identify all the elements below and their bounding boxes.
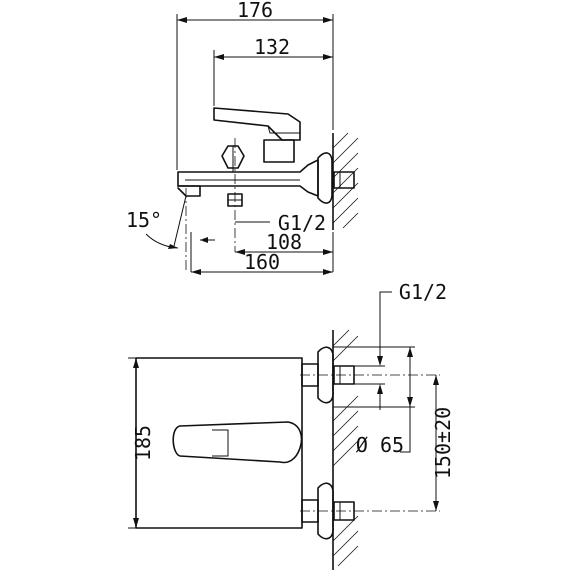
dim-inlet-spacing: 150±20 xyxy=(431,407,455,479)
dim-front-thread: G1/2 xyxy=(399,280,447,304)
dim-outlet-offset: 108 xyxy=(266,230,302,254)
side-eccentric-inlet xyxy=(333,171,355,189)
front-escutcheon-bottom xyxy=(317,482,334,540)
front-body xyxy=(135,357,303,529)
side-cartridge xyxy=(263,139,295,163)
side-diverter-knob xyxy=(221,145,245,169)
side-body xyxy=(177,159,319,197)
dim-escutcheon-diameter: Ø 65 xyxy=(356,433,404,457)
side-view: 176 132 15° G1/2 108 160 xyxy=(126,0,359,275)
dim-body-height: 185 xyxy=(131,425,155,461)
dim-body-length: 160 xyxy=(244,250,280,274)
dim-spout-angle: 15° xyxy=(126,208,162,232)
side-wall xyxy=(332,132,359,230)
front-lever xyxy=(172,421,303,464)
side-lever xyxy=(213,107,301,141)
dim-overall-length: 176 xyxy=(237,0,273,22)
dim-lever-length: 132 xyxy=(254,35,290,59)
side-lever-detail xyxy=(267,125,300,134)
dim-side-thread: G1/2 xyxy=(278,211,326,235)
side-escutcheon xyxy=(317,152,333,204)
front-view: 185 G1/2 Ø 65 150±20 xyxy=(128,280,455,570)
side-spout xyxy=(177,185,201,197)
front-escutcheon-top xyxy=(317,346,334,404)
